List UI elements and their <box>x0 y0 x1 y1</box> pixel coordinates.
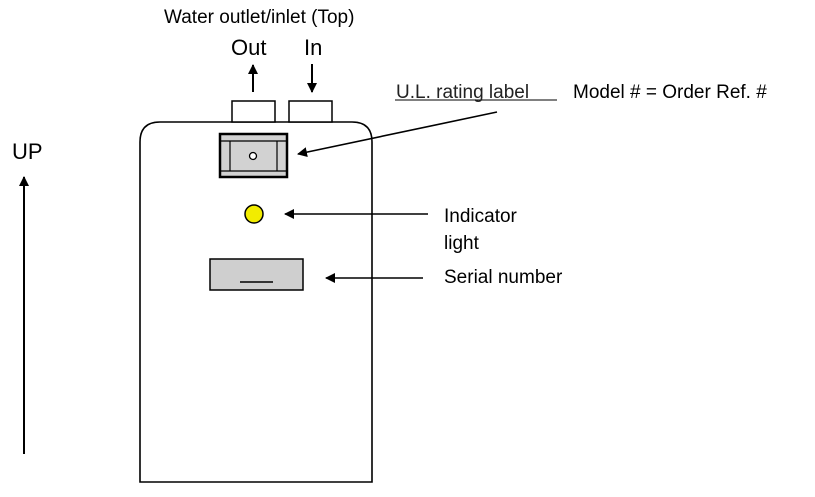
model-note: Model # = Order Ref. # <box>573 82 767 103</box>
ul-rating-plate <box>218 132 289 179</box>
outlet-fitting <box>231 100 276 123</box>
indicator-label-line2: light <box>444 233 479 254</box>
inlet-fitting <box>288 100 333 123</box>
up-label: UP <box>12 139 43 164</box>
in-label: In <box>304 35 323 60</box>
ul-label-arrow <box>297 111 498 158</box>
water-header-label: Water outlet/inlet (Top) <box>164 7 355 28</box>
heater-body <box>139 121 373 483</box>
ul-rating-label: U.L. rating label <box>396 82 530 103</box>
serial-number-plate <box>209 258 304 291</box>
indicator-light <box>244 204 264 224</box>
out-label: Out <box>231 35 267 60</box>
serial-number-label: Serial number <box>444 267 563 288</box>
indicator-label-line1: Indicator <box>444 206 517 227</box>
